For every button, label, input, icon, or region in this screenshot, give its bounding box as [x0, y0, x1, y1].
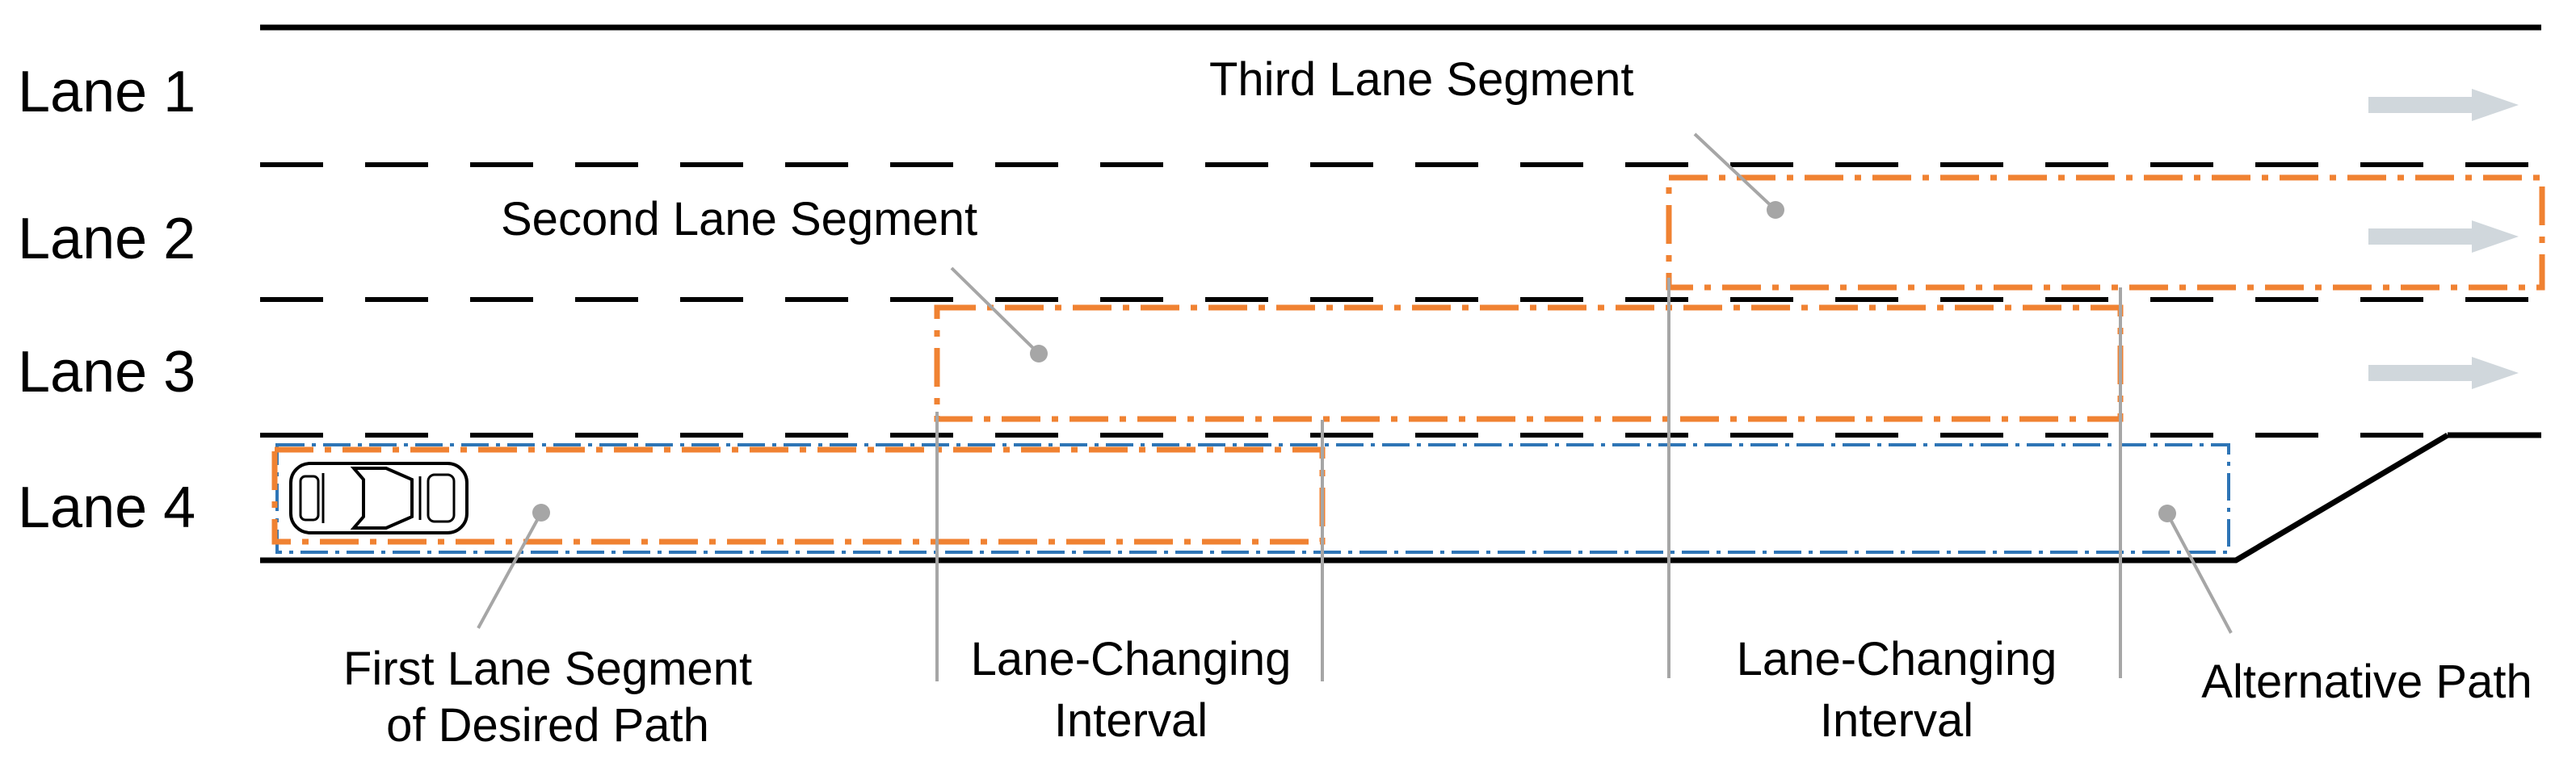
second-lane-segment-box [934, 304, 2124, 422]
third-segment-leader [1693, 132, 1784, 219]
lane-changing-interval-1-markers [935, 412, 1324, 681]
lane-changing-interval-1-label-line1: Lane-Changing [971, 633, 1292, 685]
lane-2-label: Lane 2 [18, 207, 195, 271]
lane-1-label: Lane 1 [18, 60, 195, 124]
second-lane-segment-label: Second Lane Segment [501, 193, 977, 245]
first-lane-segment-label-line1: First Lane Segment [343, 643, 752, 695]
lane-4-label: Lane 4 [18, 476, 195, 540]
first-segment-leader [477, 504, 550, 629]
car-icon [289, 462, 469, 534]
lane-changing-interval-2-markers [1667, 278, 2122, 678]
traffic-direction-arrow [2368, 89, 2519, 121]
traffic-direction-arrow [2368, 220, 2519, 253]
lane-changing-interval-1-label-line2: Interval [1054, 694, 1208, 747]
lane-changing-interval-2-label-line2: Interval [1820, 694, 1973, 747]
alternative-path-leader [2158, 505, 2233, 634]
alternative-path-label: Alternative Path [2201, 656, 2532, 708]
traffic-direction-arrow [2368, 357, 2519, 389]
third-lane-segment-box [1666, 174, 2545, 291]
lane-3-label: Lane 3 [18, 340, 195, 404]
second-segment-leader [950, 266, 1048, 362]
lane-changing-interval-2-label-line1: Lane-Changing [1737, 633, 2057, 685]
road-bottom-edge-with-taper [260, 432, 2449, 564]
first-lane-segment-label-line2: of Desired Path [386, 699, 709, 752]
alternative-path-box [275, 443, 2230, 554]
third-lane-segment-label: Third Lane Segment [1209, 53, 1634, 106]
